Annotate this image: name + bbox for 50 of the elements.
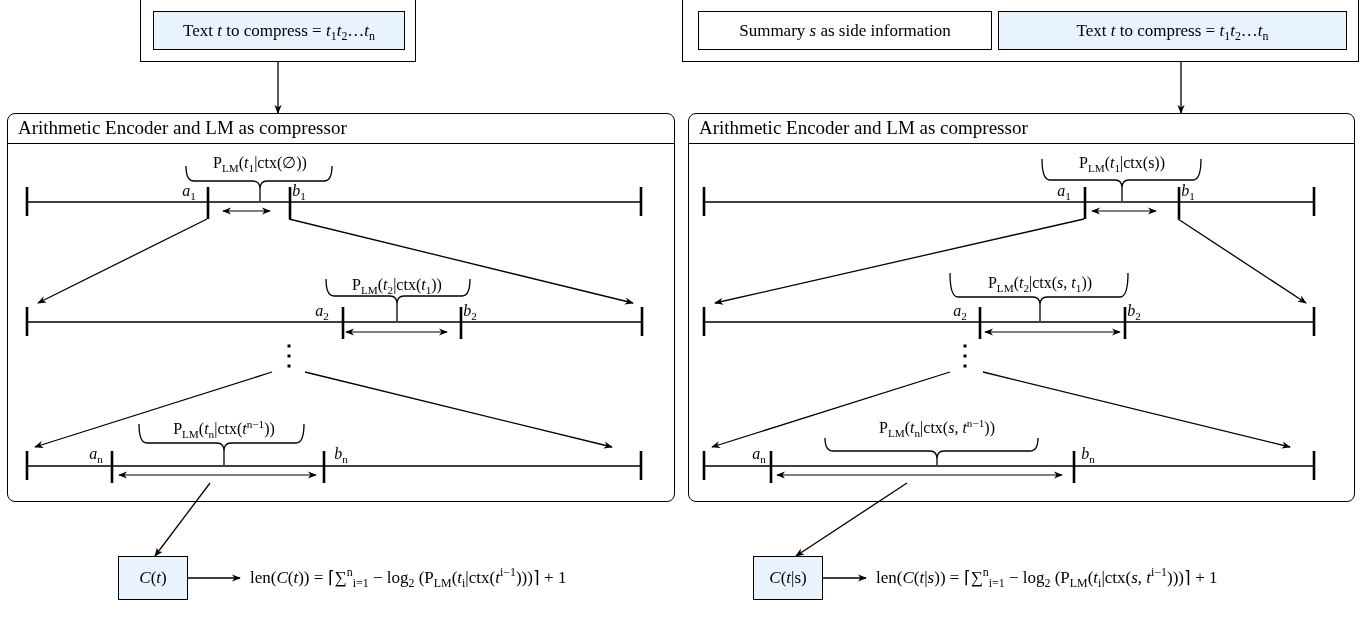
arrow (288, 218, 634, 305)
bound-label: a$_{2}$ (315, 302, 329, 320)
bound-label: b$_{2}$ (1127, 302, 1141, 320)
panel-title: Arithmetic Encoder and LM as compressor (699, 117, 1028, 139)
formula: len(C(t|s)) = ⌈∑$^{n}$$_{i=1}$ − log$_{2}$ (P$_{LM}$(t$_{i}$|ctx(s, t$^{i−1}$)))⌉ + 1 (866, 545, 1356, 611)
interval-bar (700, 448, 1318, 484)
box-label: C(t|s) (769, 568, 807, 588)
bound-label: a$_{n}$ (752, 445, 766, 463)
arrow (795, 482, 908, 557)
arrow (154, 482, 211, 557)
arrow (304, 371, 613, 449)
arrow (822, 574, 867, 582)
arrow (37, 218, 208, 304)
bound-label: b$_{n}$ (1081, 445, 1095, 463)
interval-bar (700, 184, 1318, 220)
arrow (1177, 61, 1185, 114)
interval-bar (23, 184, 645, 220)
arrow (711, 371, 951, 448)
arrow (274, 61, 282, 114)
interval-bar (23, 448, 645, 484)
text-box (153, 11, 405, 50)
bound-label: b$_{1}$ (1181, 182, 1195, 200)
bound-label: a$_{1}$ (1057, 182, 1071, 200)
box-label: C(t) (139, 568, 167, 588)
bound-label: a$_{n}$ (89, 445, 103, 463)
encoder-panel (7, 113, 675, 502)
bound-label: b$_{2}$ (463, 302, 477, 320)
text-box (698, 11, 992, 50)
arrow (34, 371, 273, 448)
formula: len(C(t)) = ⌈∑$^{n}$$_{i=1}$ − log$_{2}$ (P$_{LM}$(t$_{i}$|ctx(t$^{i−1}$)))⌉ + 1 (240, 545, 672, 611)
arrow (982, 371, 1291, 449)
text-box (998, 11, 1347, 50)
arrow (1177, 218, 1307, 304)
encoder-panel (688, 113, 1355, 502)
bound-label: a$_{1}$ (182, 182, 196, 200)
interval-bar (23, 304, 646, 340)
bound-label: b$_{1}$ (292, 182, 306, 200)
arrow (187, 574, 241, 582)
box-label: Text t to compress = t$_{1}$t$_{2}$…t$_{n}$ (1076, 20, 1269, 41)
text-box (118, 556, 188, 600)
panel-title: Arithmetic Encoder and LM as compressor (18, 117, 347, 139)
container-box (140, 0, 416, 62)
box-label: Summary s as side information (739, 20, 951, 41)
interval-bar (700, 304, 1318, 340)
text-box (753, 556, 823, 600)
bound-label: a$_{2}$ (953, 302, 967, 320)
box-label: Text t to compress = t$_{1}$t$_{2}$…t$_{n}$ (182, 20, 375, 41)
bound-label: b$_{n}$ (334, 445, 348, 463)
container-box (682, 0, 1359, 62)
arrow (714, 218, 1085, 305)
